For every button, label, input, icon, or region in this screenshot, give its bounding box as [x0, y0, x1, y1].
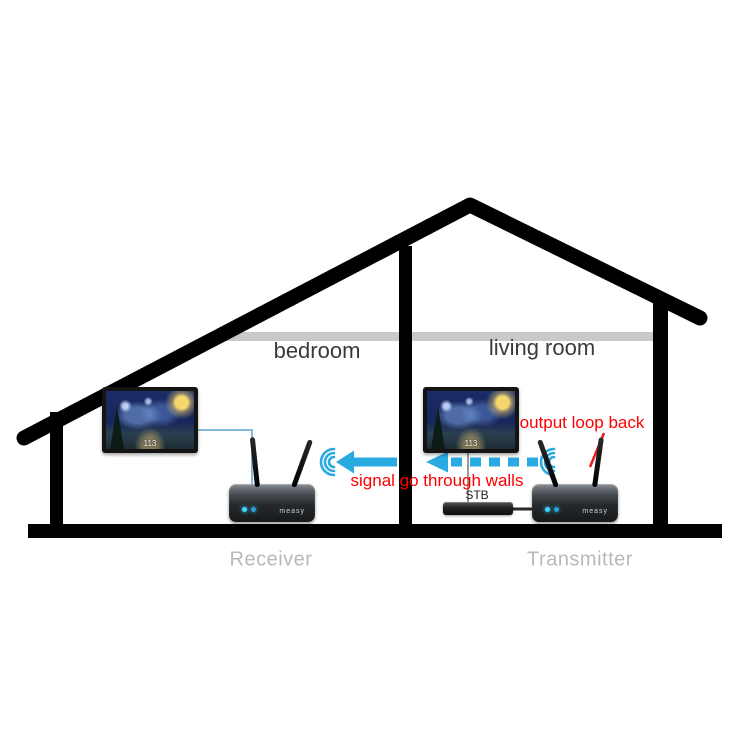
annotation-signal-through-walls: signal go through walls — [350, 471, 524, 490]
receiver-brand-text: measy — [279, 508, 305, 515]
livingroom-tv: 113 — [423, 387, 519, 453]
bedroom-tv: 113 — [102, 387, 198, 453]
stb-box — [443, 502, 513, 515]
wifi-waves-receiver-icon — [319, 447, 336, 477]
tv-channel-number: 113 — [464, 439, 478, 448]
transmitter-brand-text: measy — [582, 508, 608, 515]
tv-channel-number: 113 — [143, 439, 157, 448]
room-label-living-room: living room — [488, 335, 596, 360]
left-arrow-dashed-head-icon — [426, 451, 448, 473]
receiver-led-icon — [242, 507, 247, 512]
transmitter-caption: Transmitter — [527, 548, 633, 571]
tv-to-receiver-cable — [198, 429, 253, 486]
transmitter-device: measy — [532, 437, 618, 522]
floor — [28, 524, 722, 538]
receiver-device: measy — [229, 437, 315, 522]
tv-picture-cypress — [110, 407, 124, 449]
ceiling-strip — [210, 332, 653, 341]
stb-label: STB — [465, 488, 489, 502]
left-wall — [50, 412, 63, 538]
left-arrow-solid-icon — [336, 450, 397, 474]
roof — [16, 197, 708, 446]
tv-picture-cypress — [431, 407, 445, 449]
transmitter-led-icon — [545, 507, 550, 512]
interior-wall — [399, 246, 412, 538]
receiver-caption: Receiver — [229, 548, 313, 571]
room-label-bedroom: bedroom — [273, 338, 361, 363]
right-wall — [653, 300, 668, 538]
annotation-output-loop-back: output loop back — [519, 413, 645, 432]
